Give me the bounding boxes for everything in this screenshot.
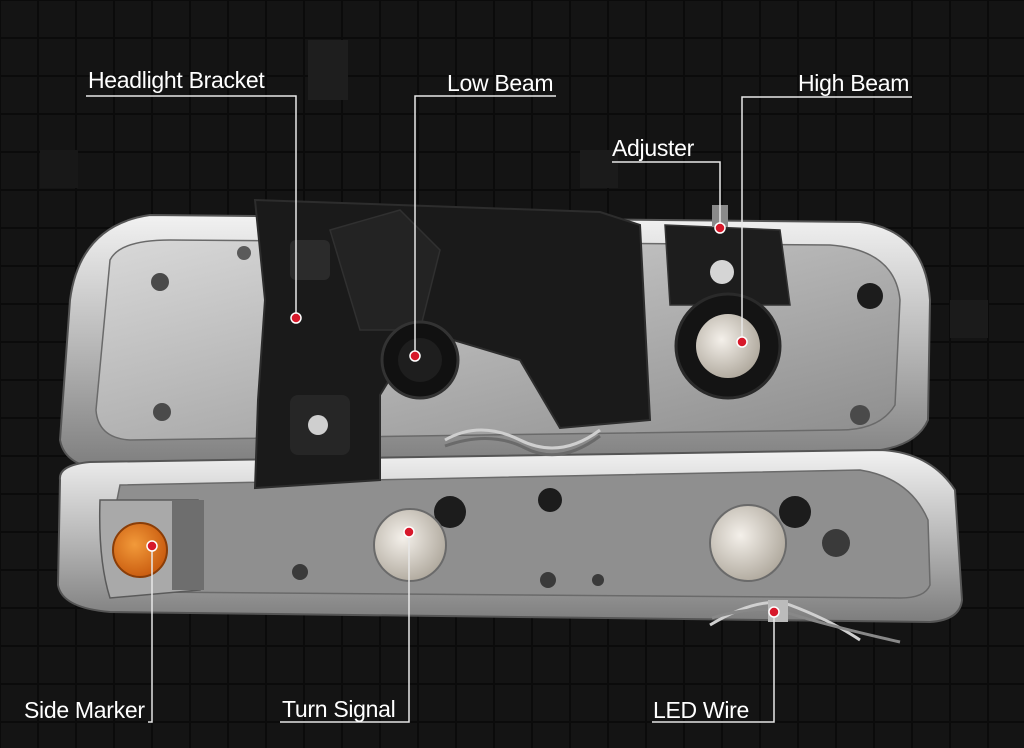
headlight-bracket-label: Headlight Bracket (88, 67, 265, 93)
screw (540, 572, 556, 588)
screw (153, 403, 171, 421)
turn-signal-marker (403, 526, 415, 538)
low-beam-bulb (398, 338, 442, 382)
lower-housing-inner (104, 469, 931, 599)
housing-hole (857, 283, 883, 309)
adjuster-leader (612, 161, 721, 225)
led-wire-marker (768, 606, 780, 618)
turn-signal-label: Turn Signal (282, 696, 396, 722)
adjuster-knob (710, 260, 734, 284)
side-marker-grille (172, 500, 204, 590)
bracket-mount (290, 240, 330, 280)
side-marker-label: Side Marker (24, 697, 145, 723)
screw (237, 246, 251, 260)
screw (292, 564, 308, 580)
side-marker-marker (146, 540, 158, 552)
wire (444, 428, 601, 450)
housing-hole (434, 496, 466, 528)
screw (592, 574, 604, 586)
housing-hole (538, 488, 562, 512)
led-wire-label: LED Wire (653, 697, 750, 723)
adjuster-label: Adjuster (612, 135, 694, 161)
turn-signal-leader (280, 532, 410, 723)
low-beam-label: Low Beam (447, 70, 554, 96)
low-beam-leader (414, 95, 556, 356)
background-tile (950, 300, 988, 338)
side-marker-leader (148, 546, 153, 723)
parking-bulb (709, 504, 787, 582)
screw (850, 405, 870, 425)
housing-hole (779, 496, 811, 528)
background-tile (40, 150, 78, 188)
high-beam-marker (736, 336, 748, 348)
headlight-bracket-leader (86, 95, 297, 318)
low-beam-marker (409, 350, 421, 362)
led-wire-leader (652, 612, 775, 723)
bracket-rib (329, 209, 441, 331)
wire (444, 434, 601, 457)
turn-signal-bulb (373, 508, 447, 582)
background-tile (308, 40, 348, 100)
screw (151, 273, 169, 291)
background-tile (580, 150, 618, 188)
callout-markers (146, 222, 780, 618)
bracket-bolt (308, 415, 328, 435)
headlight-bracket-marker (290, 312, 302, 324)
high-beam-label: High Beam (798, 70, 910, 96)
high-beam-leader (741, 96, 912, 342)
callout-lines (86, 95, 912, 723)
adjuster-marker (714, 222, 726, 234)
high-beam-bulb (696, 314, 760, 378)
side-marker-lens (112, 522, 168, 578)
housing-hole (822, 529, 850, 557)
